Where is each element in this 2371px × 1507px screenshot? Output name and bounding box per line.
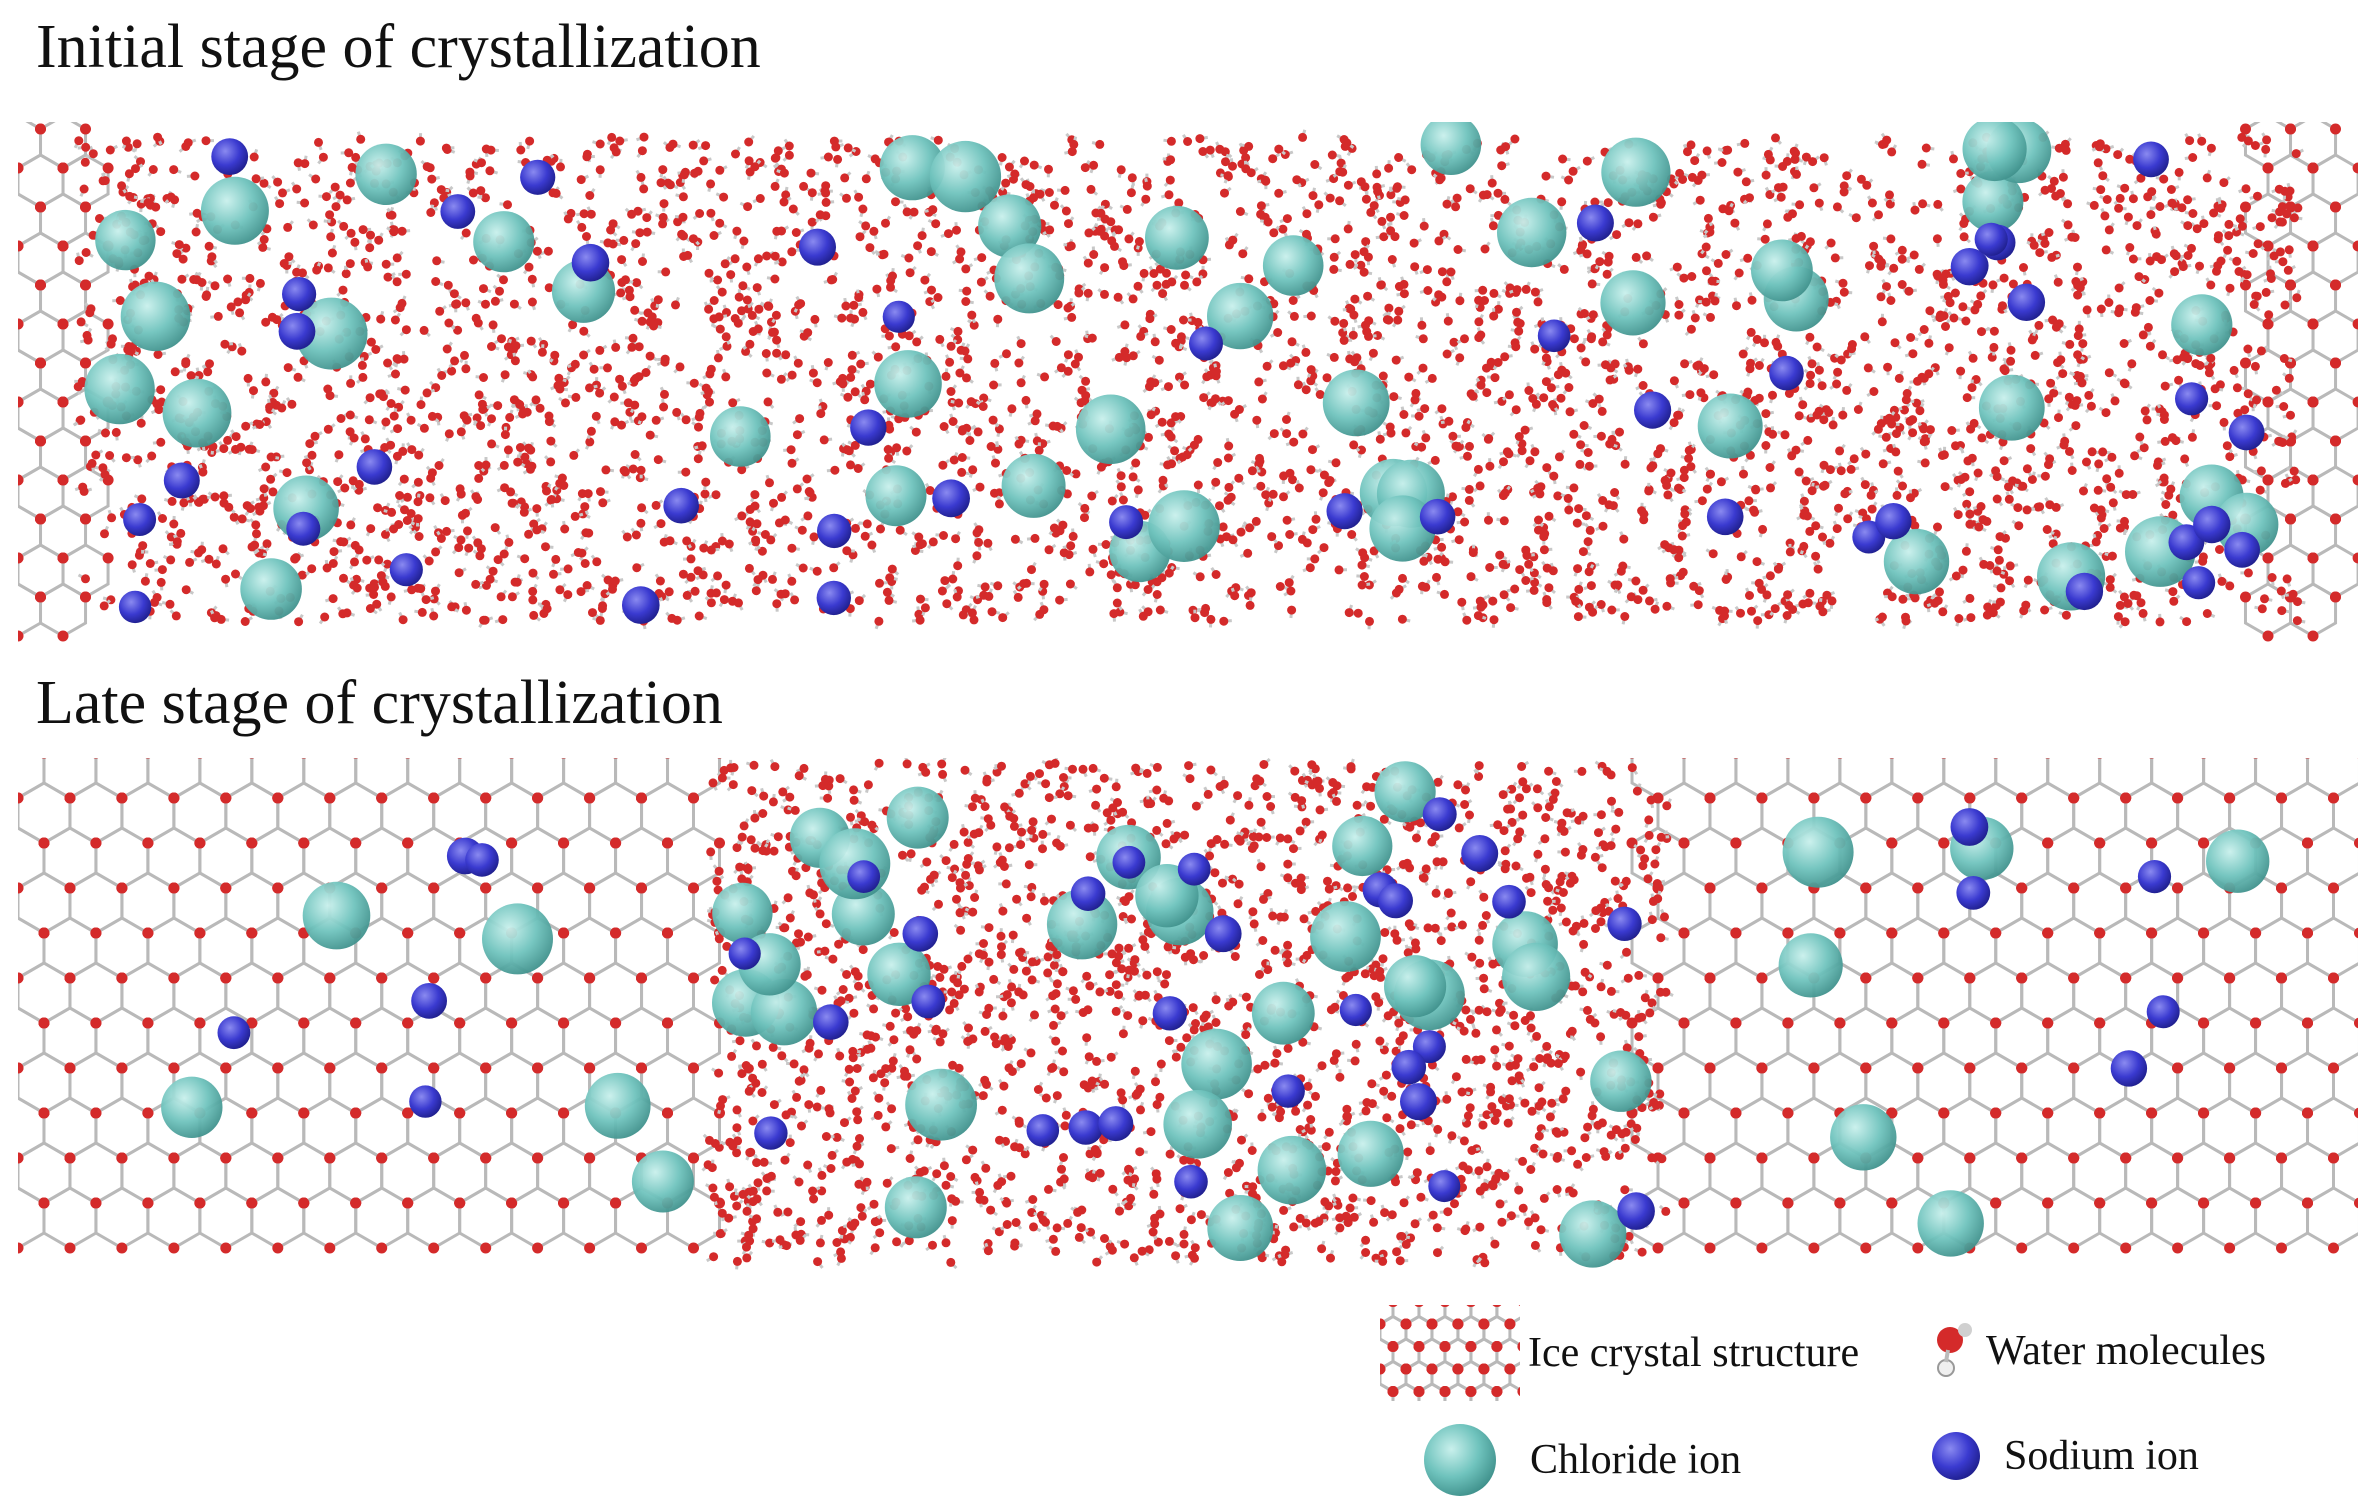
legend-sodium: Sodium ion — [1928, 1428, 2199, 1484]
chloride-ion-icon — [1424, 1424, 1496, 1496]
legend-chloride-label: Chloride ion — [1530, 1437, 1742, 1483]
legend-sodium-label: Sodium ion — [2004, 1433, 2199, 1479]
legend-ice-label: Ice crystal structure — [1528, 1330, 1860, 1376]
panel-initial-stage — [18, 122, 2358, 642]
panel-late-stage — [18, 758, 2358, 1270]
title-late-stage: Late stage of crystallization — [36, 669, 723, 737]
ice-crystal-swatch-icon — [1380, 1305, 1520, 1401]
legend-water: Water molecules — [1930, 1318, 2266, 1384]
legend-chloride: Chloride ion — [1420, 1420, 1741, 1500]
legend-ice: Ice crystal structure — [1380, 1305, 1859, 1401]
water-molecule-icon — [1937, 1323, 1972, 1377]
legend-water-label: Water molecules — [1986, 1328, 2266, 1374]
molecular-snapshot-late — [18, 758, 2358, 1270]
title-initial-stage: Initial stage of crystallization — [36, 13, 761, 81]
molecular-snapshot-initial — [18, 122, 2358, 642]
sodium-ion-icon — [1932, 1432, 1980, 1480]
